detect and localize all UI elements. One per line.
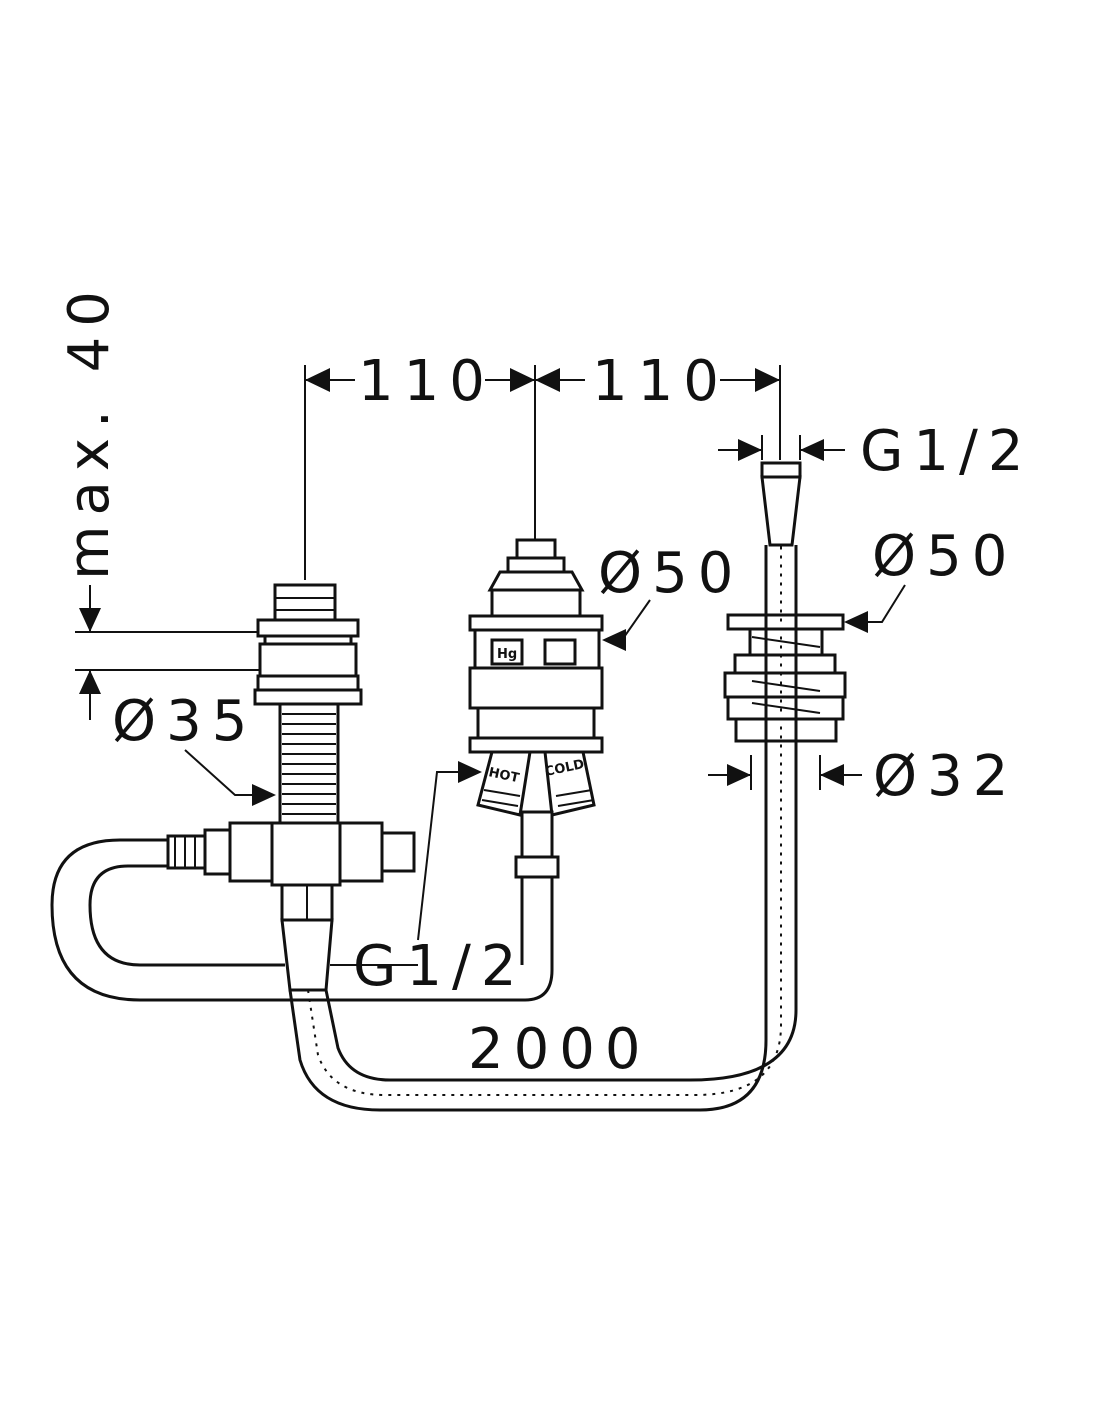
dimension-lines	[75, 365, 906, 941]
dim-thread-top: G1/2	[860, 419, 1034, 484]
brand-mark: Hg	[497, 647, 517, 662]
dim-diameter-flange-right: Ø50	[872, 524, 1017, 589]
mixer-valve: Hg HOT COLD	[468, 538, 604, 879]
dim-diameter-shank-right: Ø32	[873, 744, 1018, 809]
dim-spacing-right: 110	[592, 349, 729, 414]
loop-hose	[50, 838, 554, 1002]
dim-diameter-left: Ø35	[112, 689, 257, 754]
main-hose	[288, 545, 798, 1112]
hand-shower-holder	[723, 461, 847, 743]
dim-thread-bottom: G1/2	[353, 934, 527, 999]
dim-hose-length: 2000	[468, 1017, 651, 1082]
hot-label: HOT	[487, 765, 520, 786]
dim-diameter-middle: Ø50	[598, 541, 743, 606]
dim-max-depth: max. 40	[57, 281, 122, 580]
left-valve-body	[166, 583, 416, 992]
dim-spacing-left: 110	[358, 349, 495, 414]
